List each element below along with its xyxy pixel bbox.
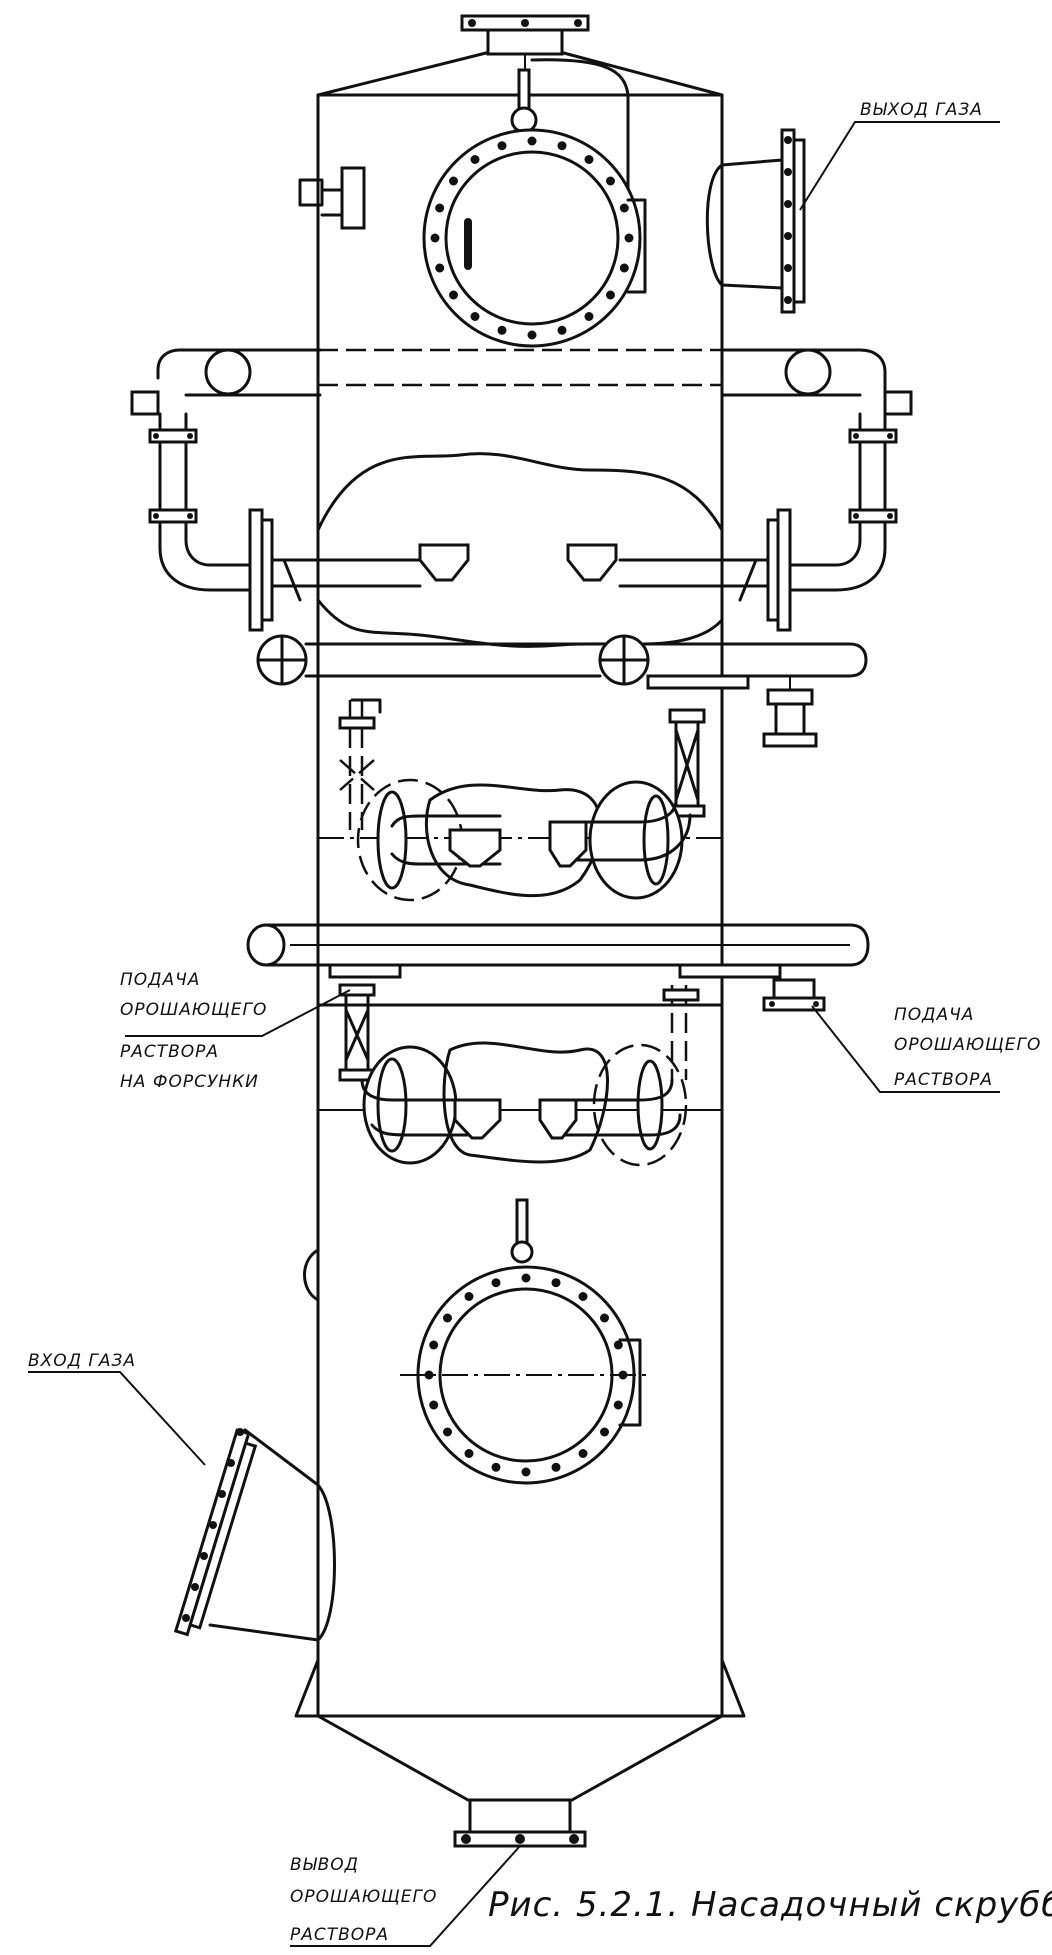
flange-bolt xyxy=(600,1313,609,1323)
flange-bolt xyxy=(521,1273,531,1283)
upper-header-pipes xyxy=(130,348,913,632)
flange-bolt xyxy=(430,233,440,243)
flange-bolt xyxy=(200,1552,208,1560)
flange-bolt xyxy=(470,312,480,321)
drain-callout: ВЫВОД ОРОШАЮЩЕГО РАСТВОРА xyxy=(290,1845,521,1947)
flange-bolt xyxy=(443,1427,452,1437)
flange-bolt xyxy=(784,136,792,144)
flange-bolt xyxy=(784,168,792,176)
flange-bolt xyxy=(435,263,445,273)
flange-bolt xyxy=(429,1340,439,1350)
gas-out-callout: ВЫХОД ГАЗА xyxy=(799,100,1000,211)
feed-solution-callout: ПОДАЧА ОРОШАЮЩЕГО РАСТВОРА xyxy=(811,1005,1041,1093)
flange-bolt xyxy=(784,200,792,208)
flange-bolt xyxy=(443,1313,452,1323)
flange-bolt xyxy=(497,325,507,335)
flange-bolt xyxy=(209,1521,217,1529)
flange-bolt xyxy=(784,232,792,240)
flange-bolt xyxy=(784,264,792,272)
flange-bolt xyxy=(551,1278,561,1288)
flange-bolt xyxy=(557,141,567,151)
feed-solution-line-2: ОРОШАЮЩЕГО xyxy=(894,1035,1041,1055)
feed-nozzles-line-1: ПОДАЧА xyxy=(120,970,200,990)
flange-bolt xyxy=(527,330,537,340)
feed-nozzles-line-3: РАСТВОРА xyxy=(120,1042,219,1062)
flange-bolt xyxy=(435,203,445,213)
flange-bolt xyxy=(613,1340,623,1350)
flange-bolt xyxy=(491,1462,501,1472)
drain-line-2: ОРОШАЮЩЕГО xyxy=(290,1887,437,1907)
lower-spray-assembly xyxy=(338,983,700,1167)
gas-out-label: ВЫХОД ГАЗА xyxy=(860,100,983,120)
flange-bolt xyxy=(497,141,507,151)
bottom-manhole xyxy=(400,1198,650,1485)
flange-bolt xyxy=(606,176,615,186)
drain-line-3: РАСТВОРА xyxy=(290,1925,389,1945)
feed-solution-line-1: ПОДАЧА xyxy=(894,1005,974,1025)
top-manhole xyxy=(422,68,647,348)
flange-bolt xyxy=(527,136,537,146)
gas-outlet-nozzle xyxy=(705,128,806,314)
feed-nozzles-callout: ПОДАЧА ОРОШАЮЩЕГО РАСТВОРА НА ФОРСУНКИ xyxy=(120,970,351,1092)
flange-bolt xyxy=(470,155,480,164)
figure-caption: Рис. 5.2.1. Насадочный скруббер xyxy=(488,1885,1052,1925)
lower-header xyxy=(246,923,870,1012)
flange-bolt xyxy=(236,1428,244,1436)
flange-bolt xyxy=(584,155,594,164)
gas-in-callout: ВХОД ГАЗА xyxy=(28,1351,206,1466)
flange-bolt xyxy=(491,1278,501,1288)
middle-spray-assembly xyxy=(338,700,706,902)
flange-bolt xyxy=(578,1292,588,1301)
flange-bolt xyxy=(613,1400,623,1410)
flange-bolt xyxy=(600,1427,609,1437)
flange-bolt xyxy=(551,1462,561,1472)
flange-bolt xyxy=(218,1490,226,1498)
flange-bolt xyxy=(464,1292,474,1301)
upper-spray-window xyxy=(270,452,770,648)
sight-nozzle xyxy=(298,166,366,230)
flange-bolt xyxy=(619,263,629,273)
flange-bolt xyxy=(429,1400,439,1410)
flange-bolt xyxy=(521,1467,531,1477)
flange-bolt xyxy=(424,1370,434,1380)
flange-bolt xyxy=(449,176,458,186)
flange-bolt xyxy=(784,296,792,304)
flange-bolt xyxy=(191,1583,199,1591)
flange-bolt xyxy=(624,233,634,243)
feed-nozzles-line-4: НА ФОРСУНКИ xyxy=(120,1072,259,1092)
top-nozzle xyxy=(460,14,630,217)
flange-bolt xyxy=(578,1449,588,1458)
feed-nozzles-line-2: ОРОШАЮЩЕГО xyxy=(120,1000,267,1020)
flange-bolt xyxy=(584,312,594,321)
gas-inlet-nozzle xyxy=(173,1248,336,1642)
flange-bolt xyxy=(182,1614,190,1622)
flange-bolt xyxy=(464,1449,474,1458)
middle-header xyxy=(256,634,868,748)
flange-bolt xyxy=(619,203,629,213)
flange-bolt xyxy=(557,325,567,335)
drain-nozzle xyxy=(453,1798,587,1848)
flange-bolt xyxy=(227,1459,235,1467)
support-lugs xyxy=(294,1658,746,1718)
flange-bolt xyxy=(449,290,458,300)
gas-in-label: ВХОД ГАЗА xyxy=(28,1351,136,1371)
drain-line-1: ВЫВОД xyxy=(290,1855,359,1875)
feed-solution-line-3: РАСТВОРА xyxy=(894,1070,993,1090)
flange-bolt xyxy=(606,290,615,300)
